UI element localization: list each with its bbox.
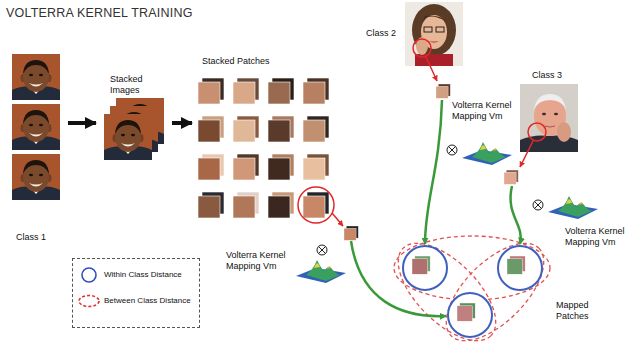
group-label: Stacked Patches	[202, 56, 322, 67]
patch	[198, 78, 224, 104]
patch	[504, 170, 518, 184]
patch	[198, 192, 224, 218]
group-label: Class 3	[532, 70, 572, 81]
mapped-patch	[412, 256, 430, 274]
patch	[268, 192, 294, 218]
within-class-circle	[403, 246, 447, 290]
group-label: Stacked Images	[110, 74, 154, 96]
legend-box: Within Class DistanceBetween Class Dista…	[72, 258, 200, 328]
patch	[198, 116, 224, 142]
mapping-arrow	[425, 100, 442, 244]
kernel-surface	[548, 196, 598, 219]
image-group: Class 3	[518, 68, 578, 154]
group-label: Class 2	[366, 28, 402, 39]
image-group: Stacked Patches	[194, 52, 334, 224]
tensor-symbol	[447, 145, 457, 155]
patch	[268, 78, 294, 104]
face-photo	[12, 154, 60, 200]
patch	[268, 154, 294, 180]
flow-arrow	[172, 121, 192, 125]
patch	[233, 116, 259, 142]
legend-shape	[79, 296, 99, 307]
group-label: Class 1	[16, 232, 64, 243]
between-class-ellipse	[382, 227, 512, 351]
patch	[268, 116, 294, 142]
face-photo	[12, 54, 60, 100]
legend-sample	[77, 293, 101, 309]
extract-arrow	[332, 213, 343, 226]
mapping-arrow	[351, 241, 446, 316]
mapped-patch	[457, 303, 475, 321]
selection-circle	[528, 123, 546, 141]
annotation-label: Mapped Patches	[556, 300, 606, 322]
patch	[233, 154, 259, 180]
selection-circle	[298, 187, 334, 223]
kernel-surface	[462, 142, 512, 165]
kernel-surface	[296, 260, 346, 283]
mapping-arrow	[510, 186, 520, 244]
within-class-circle	[498, 246, 542, 290]
patch	[436, 84, 450, 98]
extract-arrow	[520, 141, 533, 167]
face-photo	[520, 84, 578, 152]
patch	[233, 78, 259, 104]
patch	[303, 78, 329, 104]
between-class-ellipse	[394, 236, 550, 300]
face-photo	[12, 104, 60, 150]
annotation-label: Volterra Kernel Mapping Vm	[226, 250, 292, 272]
tensor-symbol	[533, 200, 543, 210]
legend-text: Within Class Distance	[104, 270, 182, 280]
patch	[344, 226, 358, 240]
selection-circle	[413, 39, 431, 57]
mapped-patch	[507, 256, 525, 274]
patch	[303, 192, 329, 218]
patch	[198, 154, 224, 180]
stacked-image	[104, 114, 152, 160]
legend-sample	[77, 267, 101, 283]
face-photo	[405, 2, 463, 66]
extract-arrow	[426, 57, 437, 81]
between-class-ellipse	[430, 227, 560, 351]
annotation-label: Volterra Kernel Mapping Vm	[565, 226, 631, 248]
image-group: Class 1	[10, 52, 66, 248]
diagram-title: VOLTERRA KERNEL TRAINING	[6, 6, 193, 20]
image-group: Class 2	[366, 2, 464, 68]
legend-row: Between Class Distance	[77, 293, 195, 309]
tensor-symbol	[317, 245, 327, 255]
image-group: Stacked Images	[98, 74, 170, 172]
legend-text: Between Class Distance	[104, 296, 191, 306]
patch	[233, 192, 259, 218]
annotation-label: Volterra Kernel Mapping Vm	[452, 100, 518, 122]
within-class-circle	[448, 293, 492, 337]
patch	[303, 116, 329, 142]
legend-shape	[82, 268, 96, 282]
legend-row: Within Class Distance	[77, 267, 195, 283]
patch	[303, 154, 329, 180]
flow-arrow	[68, 121, 96, 125]
